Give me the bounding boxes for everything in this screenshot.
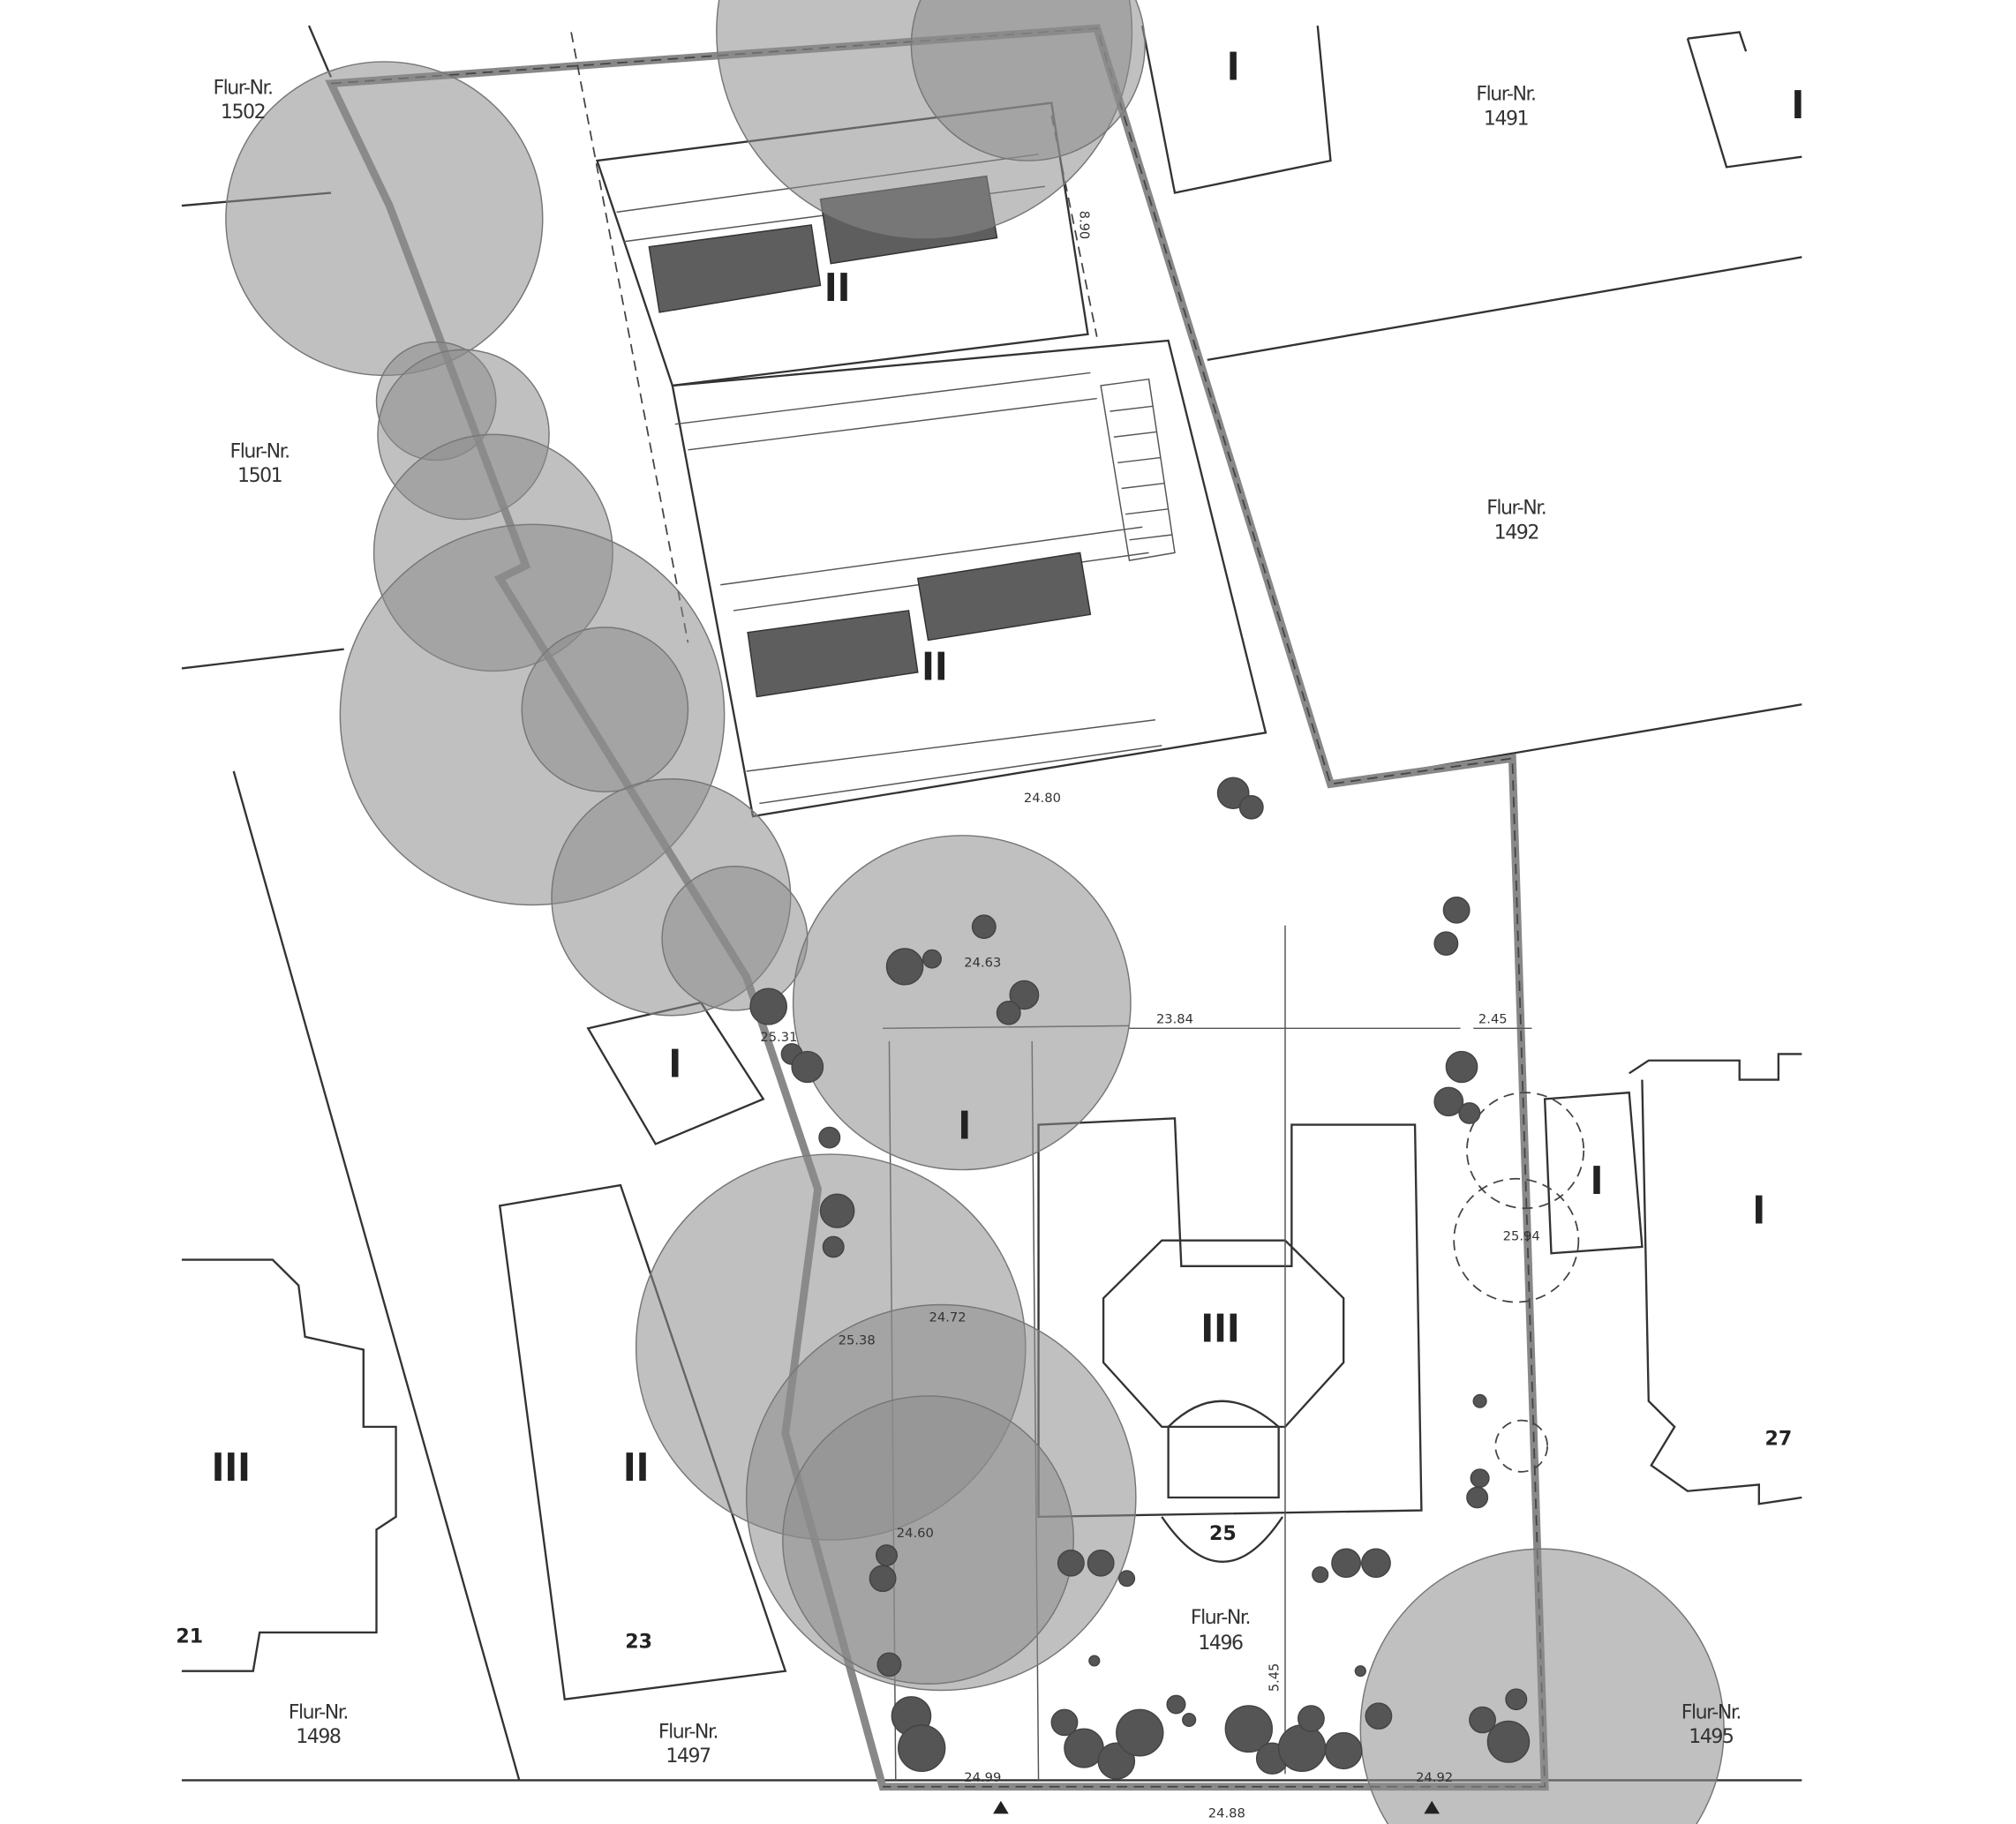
parcel-label: Flur-Nr. <box>230 441 290 463</box>
parcel-label: Flur-Nr. <box>1486 498 1546 520</box>
dimension-label: 24.88 <box>1208 1806 1245 1821</box>
dimension-label: 25.31 <box>760 1030 797 1045</box>
tree-canopies <box>225 0 1725 1824</box>
parcel-number: 1502 <box>221 101 265 124</box>
parcel-label: Flur-Nr. <box>1191 1607 1250 1629</box>
dimension-labels: 8.90 24.80 23.84 2.45 24.99 24.92 24.88 … <box>760 211 1539 1821</box>
storey-label: III <box>1200 1307 1239 1352</box>
dimension-label: 24.60 <box>897 1526 934 1541</box>
storey-label: II <box>623 1445 650 1490</box>
parcel-label: Flur-Nr. <box>658 1721 718 1743</box>
parcel-number: 1496 <box>1198 1633 1243 1655</box>
storey-label: II <box>824 266 851 311</box>
parcel-number: 1492 <box>1494 522 1538 544</box>
storey-label: I <box>958 1104 971 1149</box>
storey-label: I <box>1591 1159 1604 1204</box>
parcel-label: Flur-Nr. <box>289 1702 348 1724</box>
parcel-label: Flur-Nr. <box>1681 1702 1741 1724</box>
storey-labels: I I II II I I III I I III II <box>212 45 1805 1491</box>
dimension-label: 24.72 <box>929 1310 967 1325</box>
house-numbers: 25 27 23 21 <box>176 1428 1792 1653</box>
parcel-number: 1491 <box>1484 108 1528 130</box>
parcel-label: Flur-Nr. <box>1476 84 1535 106</box>
house-number: 27 <box>1765 1428 1793 1450</box>
dimension-label: 8.90 <box>1077 211 1092 239</box>
dimension-label: 24.63 <box>964 955 1001 970</box>
dimension-label: 24.80 <box>1024 791 1061 806</box>
storey-label: I <box>668 1042 681 1087</box>
dimension-label: 25.38 <box>839 1333 876 1348</box>
dimension-label: 25.94 <box>1503 1229 1540 1244</box>
parcel-number: 1497 <box>666 1745 711 1768</box>
parcel-number: 1498 <box>296 1726 341 1748</box>
parcel-number: 1501 <box>237 465 282 487</box>
storey-label: I <box>1792 83 1805 128</box>
storey-label: I <box>1752 1189 1765 1234</box>
storey-label: II <box>921 645 948 690</box>
storey-label: III <box>212 1445 251 1490</box>
parcel-number: 1495 <box>1689 1726 1734 1748</box>
parcel-labels: Flur-Nr.1502 Flur-Nr.1501 Flur-Nr.1491 F… <box>213 77 1741 1768</box>
shrubs <box>749 777 1531 1780</box>
dashed-tree-outlines <box>1453 1092 1585 1473</box>
dimension-label: 2.45 <box>1478 1012 1508 1027</box>
dimension-label: 24.92 <box>1416 1770 1453 1785</box>
storey-label: I <box>1227 45 1240 90</box>
house-number: 25 <box>1209 1523 1237 1545</box>
dimension-label: 23.84 <box>1156 1012 1193 1027</box>
parcel-label: Flur-Nr. <box>213 77 272 99</box>
house-number: 23 <box>625 1632 652 1654</box>
dimension-label: 5.45 <box>1268 1663 1283 1692</box>
dimension-label: 24.99 <box>964 1770 1001 1785</box>
house-number: 21 <box>176 1626 203 1648</box>
